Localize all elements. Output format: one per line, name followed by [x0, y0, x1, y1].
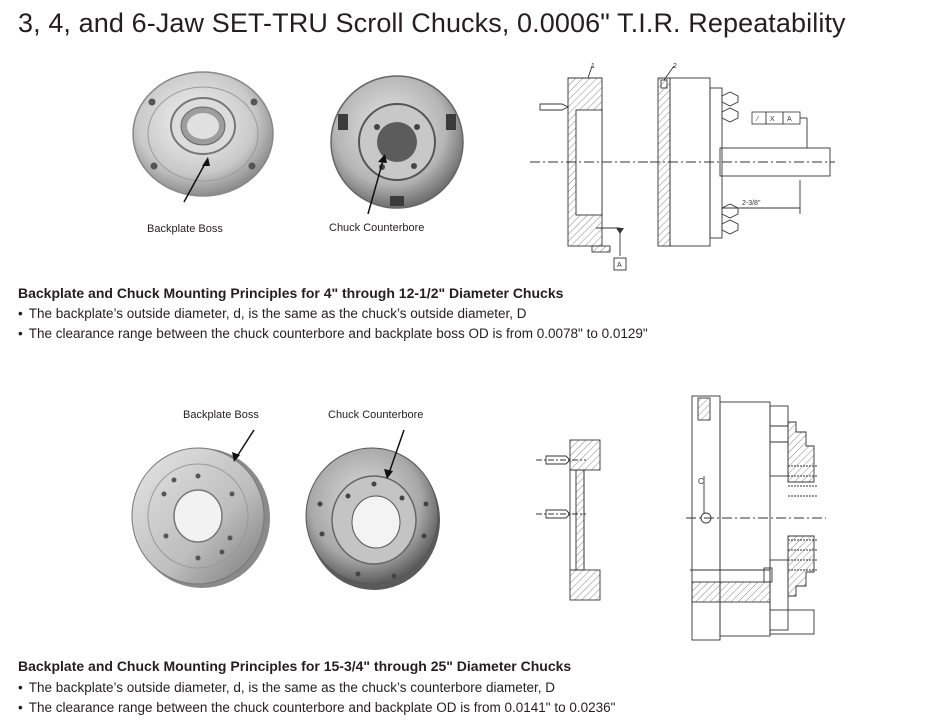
- callout-2-label: 2: [673, 63, 677, 70]
- page-title: 3, 4, and 6-Jaw SET-TRU Scroll Chucks, 0…: [18, 8, 846, 38]
- chuck-counterbore-photo-small: [330, 75, 464, 214]
- tolerance-x-label: X: [770, 116, 775, 123]
- chuck-counterbore-photo-large: [305, 429, 440, 590]
- caption-backplate-boss-2: Backplate Boss: [183, 409, 259, 421]
- caption-backplate-boss-1: Backplate Boss: [147, 223, 223, 235]
- section2-bullet-2: •The clearance range between the chuck c…: [18, 700, 616, 715]
- backplate-section-drawing-large: [536, 439, 601, 601]
- backplate-boss-photo-small: [132, 71, 274, 203]
- bullet-text: The backplate’s outside diameter, d, is …: [28, 680, 556, 695]
- mounting-drawing-small-chucks: 1 2 ⁄ X A 2-3/8" A: [530, 63, 835, 271]
- section1-heading: Backplate and Chuck Mounting Principles …: [18, 285, 564, 301]
- caption-chuck-counterbore-2: Chuck Counterbore: [328, 409, 424, 421]
- section2-bullet-1: •The backplate’s outside diameter, d, is…: [18, 680, 556, 695]
- section1-bullet-2: •The clearance range between the chuck c…: [18, 326, 648, 341]
- bullet-text: The clearance range between the chuck co…: [28, 326, 648, 341]
- datum-a-label: A: [617, 262, 622, 269]
- callout-1-label: 1: [591, 63, 595, 70]
- chuck-section-drawing-large: C: [686, 395, 826, 641]
- tolerance-a-label: A: [787, 116, 792, 123]
- bullet-text: The backplate’s outside diameter, d, is …: [28, 306, 527, 321]
- bullet-text: The clearance range between the chuck co…: [28, 700, 616, 715]
- section1-bullet-1: •The backplate’s outside diameter, d, is…: [18, 306, 527, 321]
- svg-text:⁄: ⁄: [755, 116, 760, 123]
- section2-heading: Backplate and Chuck Mounting Principles …: [18, 658, 572, 674]
- backplate-boss-photo-large: [131, 429, 270, 588]
- caption-chuck-counterbore-1: Chuck Counterbore: [329, 222, 425, 234]
- c-label: C: [698, 477, 704, 486]
- dimension-label: 2-3/8": [742, 200, 761, 207]
